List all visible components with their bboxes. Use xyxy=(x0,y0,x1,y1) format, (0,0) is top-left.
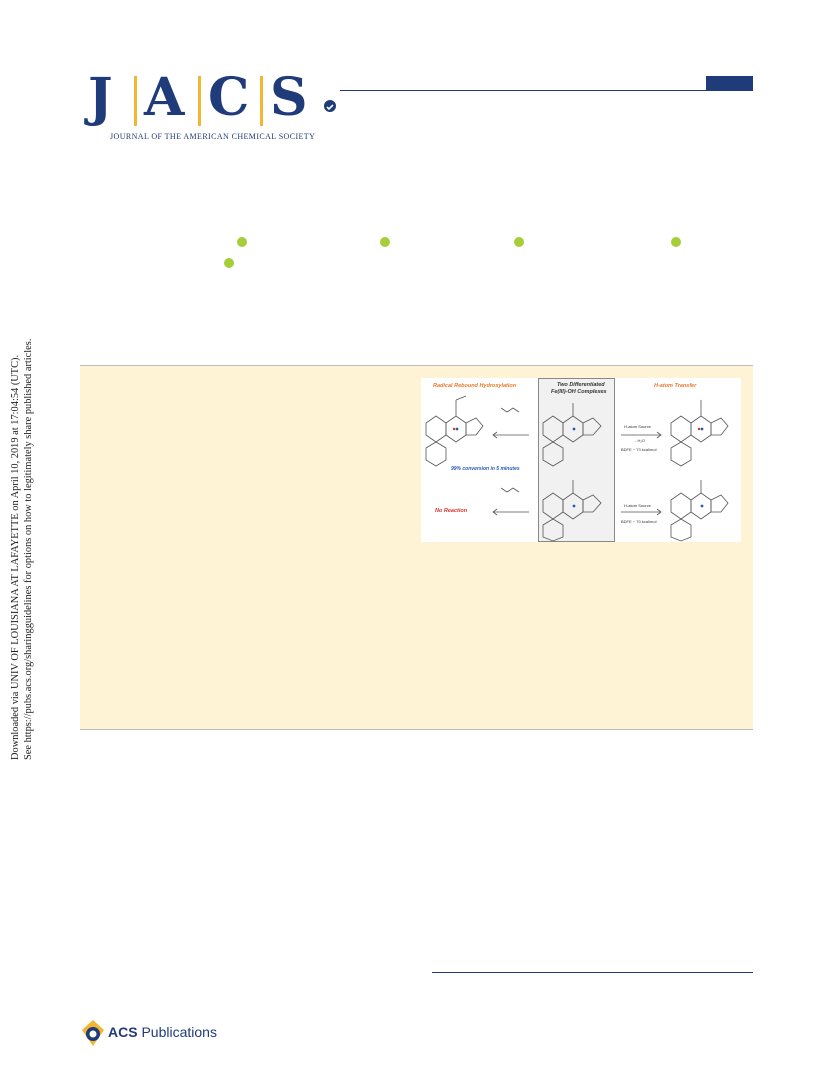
logo-divider xyxy=(198,76,201,126)
toc-left-title: Radical Rebound Hydroxylation xyxy=(433,383,517,389)
orcid-icon[interactable] xyxy=(237,237,247,247)
footnote-rule xyxy=(432,972,753,973)
acs-publications-logo: ACS Publications xyxy=(80,1018,217,1048)
download-note-line2: See https://pubs.acs.org/sharingguidelin… xyxy=(23,339,34,760)
acs-publications-text: ACS Publications xyxy=(108,1024,217,1040)
toc-bdfe-1: BDFE ~ 73 kcal/mol xyxy=(621,447,657,452)
molecule-structures xyxy=(425,395,729,542)
download-note-line1: Downloaded via UNIV OF LOUISIANA AT LAFA… xyxy=(10,355,21,760)
logo-divider xyxy=(134,76,137,126)
toc-center-title-2: Fe(III)-OH Complexes xyxy=(551,389,607,395)
acs-emblem-icon xyxy=(82,1020,104,1046)
toc-h-atom-source-2: H-atom Source xyxy=(624,503,651,508)
toc-center-panel xyxy=(538,378,615,542)
acs-text-bold: ACS xyxy=(108,1024,138,1040)
orcid-icon[interactable] xyxy=(380,237,390,247)
toc-h-atom-source-1: H-atom Source xyxy=(624,424,651,429)
toc-center-title-1: Two Differentiated xyxy=(557,382,605,388)
toc-conversion: 99% conversion in 5 minutes xyxy=(451,466,520,472)
journal-subtitle: JOURNAL OF THE AMERICAN CHEMICAL SOCIETY xyxy=(110,132,316,141)
logo-letter-a: A xyxy=(144,67,185,128)
download-note: Downloaded via UNIV OF LOUISIANA AT LAFA… xyxy=(2,330,42,760)
logo-divider xyxy=(260,76,263,126)
toc-bdfe-2: BDFE ~ 70 kcal/mol xyxy=(621,519,657,524)
logo-letter-j: J xyxy=(88,67,113,128)
journal-logo: J A C S JOURNAL OF THE AMERICAN CHEMICAL… xyxy=(80,70,340,145)
orcid-icon[interactable] xyxy=(224,258,234,268)
toc-minus-water: - H₂O xyxy=(635,438,645,443)
orcid-icon[interactable] xyxy=(671,237,681,247)
acs-text-rest: Publications xyxy=(137,1024,217,1040)
toc-no-reaction: No Reaction xyxy=(435,508,468,514)
toc-graphic: Radical Rebound Hydroxylation Two Differ… xyxy=(421,378,741,542)
logo-letter-c: C xyxy=(208,67,250,128)
header-tag xyxy=(706,76,753,90)
header-rule xyxy=(340,90,753,91)
toc-right-title: H-atom Transfer xyxy=(654,383,697,389)
orcid-icon[interactable] xyxy=(514,237,524,247)
logo-letter-s: S xyxy=(270,67,308,128)
checkmark-icon xyxy=(324,100,336,112)
